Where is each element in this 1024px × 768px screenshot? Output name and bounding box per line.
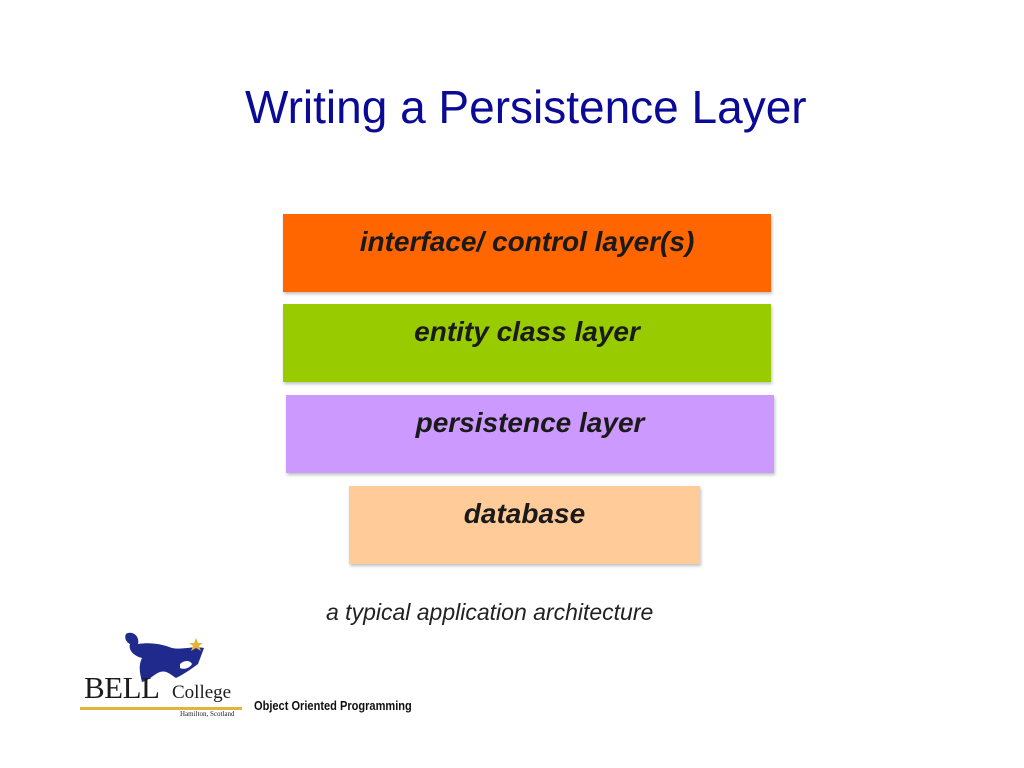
layer-entity-class: entity class layer	[283, 304, 771, 382]
diagram-caption: a typical application architecture	[326, 599, 654, 625]
layer-label: database	[463, 498, 586, 529]
footer-course-title: Object Oriented Programming	[254, 698, 412, 713]
flag-icon	[125, 632, 204, 682]
logo-rule	[80, 707, 242, 710]
layer-persistence: persistence layer	[286, 395, 774, 473]
layer-label: entity class layer	[414, 316, 640, 347]
college-logo: BELL College Hamilton, Scotland	[80, 630, 245, 722]
layer-label: persistence layer	[415, 407, 645, 438]
layer-interface-control: interface/ control layer(s)	[283, 214, 771, 292]
logo-name: BELL	[84, 670, 160, 705]
layer-label: interface/ control layer(s)	[359, 226, 695, 257]
slide-title: Writing a Persistence Layer	[245, 81, 807, 133]
logo-location: Hamilton, Scotland	[180, 710, 235, 718]
layer-database: database	[349, 486, 700, 564]
logo-subname: College	[172, 682, 232, 703]
